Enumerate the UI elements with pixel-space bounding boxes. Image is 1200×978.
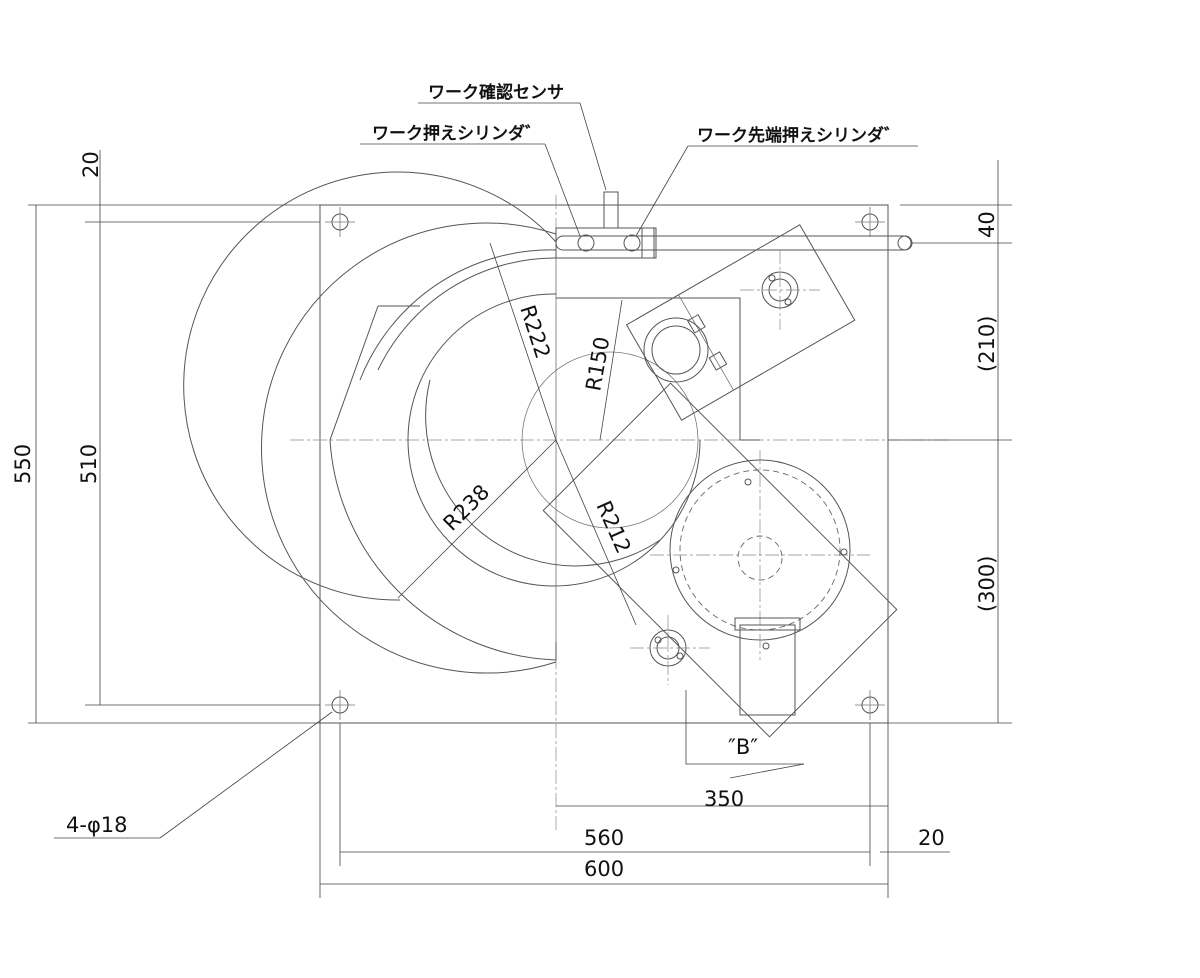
label-holes: 4-φ18: [66, 813, 128, 837]
dim-350: 350: [704, 787, 744, 811]
label-work-tip-hold-cylinder: ワーク先端押えシリンダ゛: [697, 125, 901, 146]
dim-20-right: 20: [918, 826, 945, 850]
left-dimensions: [28, 150, 320, 724]
center-lines: [290, 195, 950, 830]
dim-550: 550: [11, 444, 35, 484]
dim-40: 40: [975, 211, 999, 238]
radius-r238: R238: [439, 480, 495, 536]
radius-r222: R222: [515, 302, 555, 361]
bottom-dimensions: [319, 723, 950, 898]
radius-leaders: [397, 242, 637, 626]
top-rail: [555, 191, 913, 259]
label-work-confirm-sensor: ワーク確認センサ: [428, 82, 564, 103]
upper-roller: [643, 250, 820, 383]
dim-210: (210): [975, 316, 999, 372]
mounting-holes: [325, 207, 885, 720]
radius-r150: R150: [581, 335, 614, 393]
lower-roller: [630, 615, 710, 685]
hole-callout: [54, 711, 333, 839]
dim-300: (300): [975, 556, 999, 612]
dim-600: 600: [584, 857, 624, 881]
rotary-disk: [650, 450, 870, 716]
view-b-marker: [685, 690, 805, 779]
dim-560: 560: [584, 826, 624, 850]
guide-arcs: [183, 171, 760, 674]
dim-510: 510: [77, 444, 101, 484]
base-plate: [319, 204, 889, 724]
dim-20-top: 20: [79, 151, 103, 178]
label-work-hold-cylinder: ワーク押えシリンダ゛: [372, 123, 542, 144]
lower-frame: [542, 382, 898, 738]
upper-cylinder-block: [625, 224, 856, 421]
label-view-b: ″B″: [728, 735, 758, 759]
right-dimensions: [888, 160, 1012, 724]
top-callouts: [360, 102, 918, 237]
